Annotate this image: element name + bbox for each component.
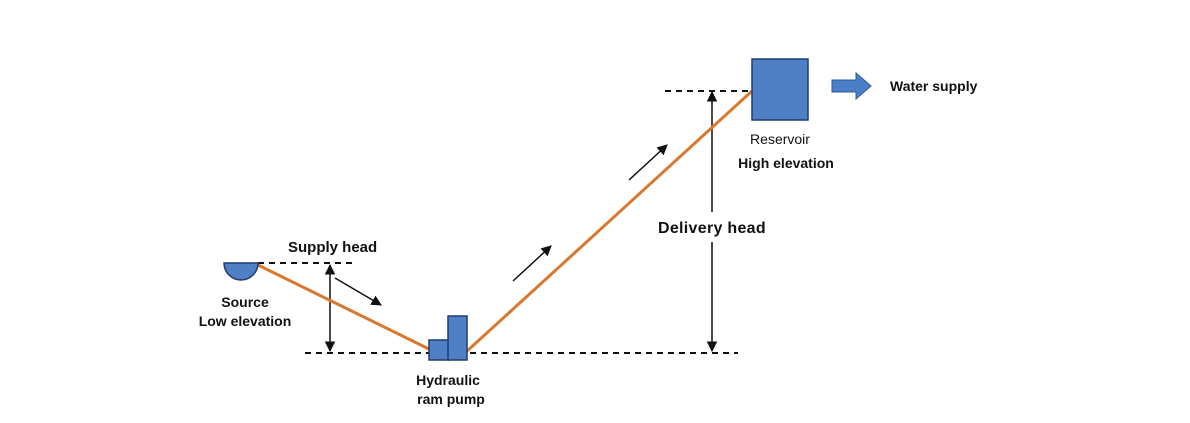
delivery-pipe xyxy=(464,89,754,354)
flow-arrow-delivery-lower xyxy=(512,245,552,282)
delivery-head-label: Delivery head xyxy=(658,220,766,237)
ram-pump-icon xyxy=(428,315,468,361)
reservoir-elevation-label: High elevation xyxy=(738,155,834,171)
pump-label: Hydraulic xyxy=(416,372,480,388)
source-elevation-label: Low elevation xyxy=(199,313,292,329)
reservoir-label: Reservoir xyxy=(750,131,810,147)
source-label: Source xyxy=(221,294,269,310)
semicircle-basin-icon xyxy=(223,262,259,281)
pump-label-line2: ram pump xyxy=(417,391,485,407)
flow-arrow-supply xyxy=(334,277,382,306)
supply-pipe xyxy=(257,263,434,353)
supply-head-label: Supply head xyxy=(288,239,377,256)
block-arrow-right-icon xyxy=(831,71,872,101)
flow-arrow-delivery-upper xyxy=(628,144,668,181)
tank-icon xyxy=(751,58,809,121)
water-supply-label: Water supply xyxy=(890,78,978,94)
